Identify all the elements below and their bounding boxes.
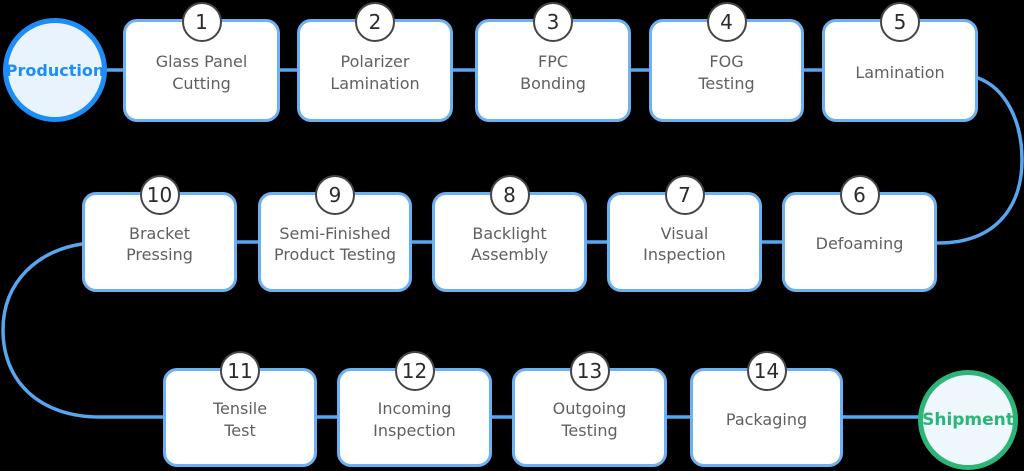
step-number-badge: 6 bbox=[839, 175, 880, 215]
step-5-box: 5 Lamination bbox=[822, 2, 978, 122]
step-label: Outgoing Testing bbox=[552, 399, 627, 440]
row1-to-row2-curve bbox=[936, 76, 1024, 245]
step-14-box: 14 Packaging bbox=[690, 351, 843, 467]
step-number-badge: 9 bbox=[315, 175, 355, 215]
step-number-badge: 3 bbox=[533, 2, 573, 42]
step-label: Defoaming bbox=[815, 234, 904, 254]
step-11-box: 11 Tensile Test bbox=[163, 351, 317, 467]
step-number-badge: 14 bbox=[746, 351, 787, 391]
shipment-end-node: Shipment bbox=[918, 370, 1018, 470]
step-label: FPC Bonding bbox=[520, 52, 586, 93]
step-label: Semi-Finished Product Testing bbox=[273, 223, 397, 264]
step-8-box: 8 Backlight Assembly bbox=[432, 175, 587, 292]
step-label: Packaging bbox=[725, 409, 808, 429]
step-9-box: 9 Semi-Finished Product Testing bbox=[258, 175, 412, 292]
step-number-badge: 10 bbox=[139, 175, 180, 215]
step-number-badge: 12 bbox=[394, 351, 435, 391]
step-label: Visual Inspection bbox=[643, 223, 726, 264]
step-13-box: 13 Outgoing Testing bbox=[512, 351, 667, 467]
step-4-box: 4 FOG Testing bbox=[649, 2, 804, 122]
step-label: Bracket Pressing bbox=[126, 223, 193, 264]
row2-to-row3-curve bbox=[1, 242, 166, 419]
step-10-box: 10 Bracket Pressing bbox=[82, 175, 237, 292]
step-number-badge: 13 bbox=[569, 351, 610, 391]
step-number-badge: 11 bbox=[220, 351, 260, 391]
step-12-box: 12 Incoming Inspection bbox=[337, 351, 492, 467]
step-7-box: 7 Visual Inspection bbox=[607, 175, 762, 292]
step-6-box: 6 Defoaming bbox=[782, 175, 937, 292]
step-number-badge: 1 bbox=[181, 2, 222, 42]
step-label: Polarizer Lamination bbox=[330, 52, 420, 93]
step-number-badge: 7 bbox=[664, 175, 705, 215]
step-number-badge: 4 bbox=[706, 2, 747, 42]
step-1-box: 1 Glass Panel Cutting bbox=[123, 2, 280, 122]
step-label: Lamination bbox=[855, 62, 945, 82]
step-label: FOG Testing bbox=[698, 52, 755, 93]
step-number-badge: 2 bbox=[355, 2, 395, 42]
step-number-badge: 8 bbox=[489, 175, 530, 215]
step-2-box: 2 Polarizer Lamination bbox=[297, 2, 453, 122]
step-label: Backlight Assembly bbox=[470, 223, 549, 264]
step-number-badge: 5 bbox=[880, 2, 920, 42]
start-node-label: Production bbox=[5, 60, 105, 80]
step-label: Incoming Inspection bbox=[373, 399, 456, 440]
step-label: Tensile Test bbox=[212, 399, 268, 440]
production-start-node: Production bbox=[3, 18, 107, 122]
step-3-box: 3 FPC Bonding bbox=[475, 2, 631, 122]
step-label: Glass Panel Cutting bbox=[155, 52, 248, 93]
end-node-label: Shipment bbox=[922, 410, 1014, 430]
